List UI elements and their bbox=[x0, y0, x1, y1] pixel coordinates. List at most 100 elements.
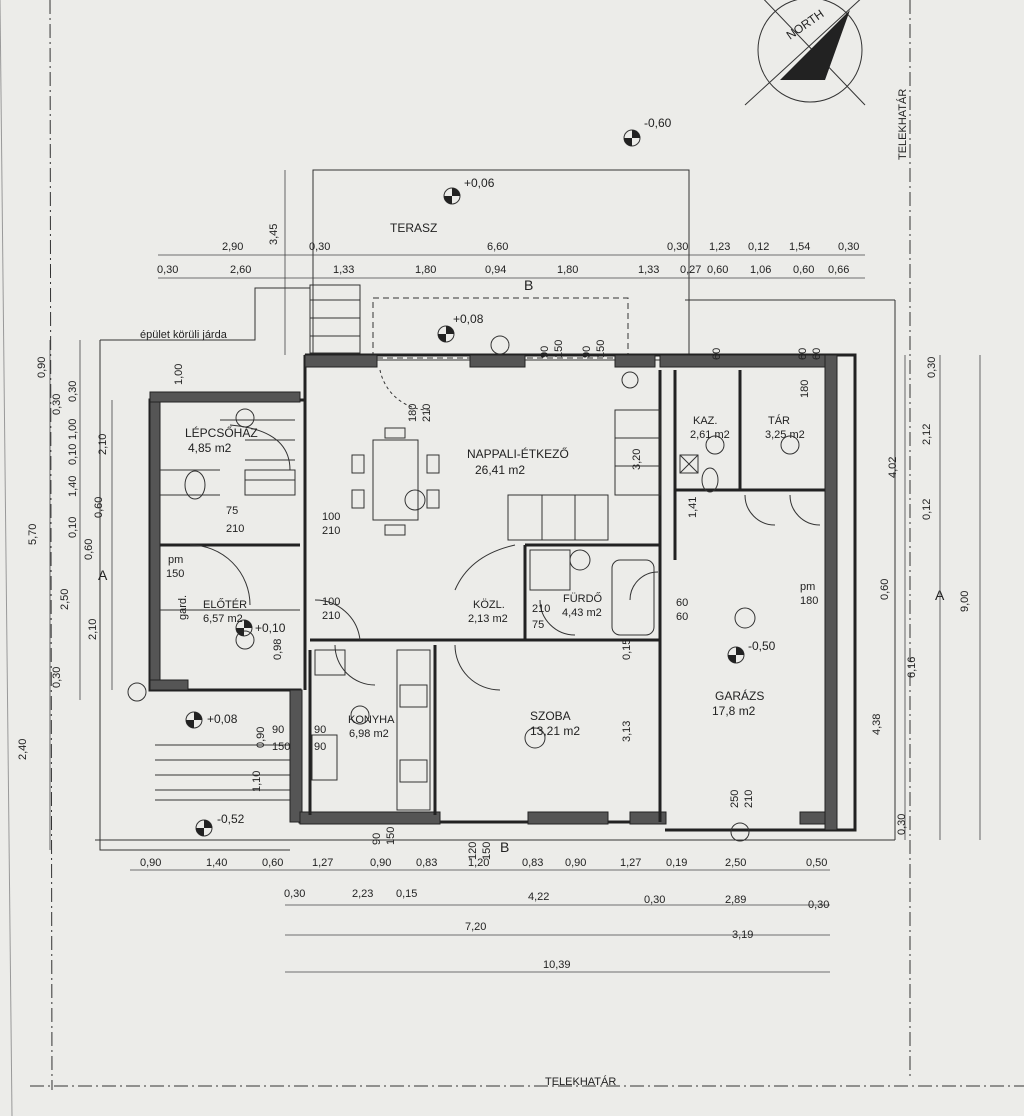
opening-label: 75 bbox=[532, 619, 544, 631]
dim-top: 0,94 bbox=[485, 264, 506, 276]
dim-bottom-total: 10,39 bbox=[543, 959, 571, 971]
section-marker-a: A bbox=[98, 567, 108, 583]
opening-label: 90 bbox=[272, 724, 284, 736]
dim-right: 6,16 bbox=[906, 657, 918, 678]
dim-bottom: 2,89 bbox=[725, 894, 746, 906]
section-marker-b: B bbox=[524, 277, 533, 293]
dim-left: 0,10 bbox=[67, 517, 79, 538]
dim-bottom: 0,30 bbox=[808, 899, 829, 911]
opening-label: pm bbox=[168, 554, 183, 566]
dim-top: 0,66 bbox=[828, 264, 849, 276]
opening-label: 90 bbox=[581, 346, 593, 358]
room-area: 3,25 m2 bbox=[765, 429, 805, 441]
misc-label: 1,41 bbox=[687, 497, 699, 518]
misc-label: 0,15 bbox=[621, 639, 633, 660]
room-area: 6,57 m2 bbox=[203, 613, 243, 625]
dim-left: 0,30 bbox=[51, 667, 63, 688]
dim-left: 0,60 bbox=[83, 539, 95, 560]
dim-bottom: 0,30 bbox=[644, 894, 665, 906]
room-area: 2,61 m2 bbox=[690, 429, 730, 441]
dim-right: 2,12 bbox=[921, 424, 933, 445]
opening-label: 120 bbox=[467, 842, 479, 860]
room-area: 2,13 m2 bbox=[468, 613, 508, 625]
dim-left: 1,00 bbox=[173, 364, 185, 385]
opening-label: 100 bbox=[322, 511, 340, 523]
dim-left: 2,40 bbox=[17, 739, 29, 760]
dim-left: 2,10 bbox=[87, 619, 99, 640]
elevation-marker-icons bbox=[185, 129, 745, 837]
elevation-label: +0,08 bbox=[453, 312, 484, 326]
room-name: GARÁZS bbox=[715, 688, 764, 703]
dim-bottom: 1,20 bbox=[468, 857, 489, 869]
opening-label: 60 bbox=[711, 348, 723, 360]
elevation-label: -0,60 bbox=[644, 116, 672, 130]
opening-label: 180 bbox=[407, 404, 419, 422]
room-area: 13,21 m2 bbox=[530, 724, 580, 738]
room-area: 17,8 m2 bbox=[712, 704, 756, 718]
dim-bottom: 0,30 bbox=[284, 888, 305, 900]
interior-walls bbox=[160, 370, 825, 822]
opening-label: 150 bbox=[481, 842, 493, 860]
north-arrow-icon bbox=[744, 0, 866, 106]
dim-top: 1,33 bbox=[638, 264, 659, 276]
room-name: TÁR bbox=[768, 414, 790, 427]
dim-left: 2,50 bbox=[59, 589, 71, 610]
dim-right: 0,30 bbox=[896, 814, 908, 835]
ceiling-light-icons bbox=[127, 335, 800, 842]
dim-bottom: 2,23 bbox=[352, 888, 373, 900]
misc-label: 0,90 bbox=[255, 727, 267, 748]
dim-top: 0,30 bbox=[838, 241, 859, 253]
misc-label: 3,13 bbox=[621, 721, 633, 742]
dim-bottom: 0,83 bbox=[416, 857, 437, 869]
entrance-stairs bbox=[155, 284, 361, 801]
opening-label: 210 bbox=[322, 610, 340, 622]
elevation-label: -0,52 bbox=[217, 812, 245, 826]
boiler bbox=[679, 454, 699, 474]
elevation-label: -0,50 bbox=[748, 639, 776, 653]
opening-label: 90 bbox=[314, 724, 326, 736]
opening-label: 75 bbox=[226, 505, 238, 517]
room-name: FÜRDŐ bbox=[563, 591, 603, 605]
dim-top: 0,27 bbox=[680, 264, 701, 276]
opening-label: 150 bbox=[553, 340, 565, 358]
section-marker-b: B bbox=[500, 839, 509, 855]
dim-left: 0,60 bbox=[93, 497, 105, 518]
dim-bottom: 0,90 bbox=[370, 857, 391, 869]
opening-label: 210 bbox=[532, 603, 550, 615]
dim-bottom: 0,15 bbox=[396, 888, 417, 900]
opening-label: 90 bbox=[539, 346, 551, 358]
dim-left: 5,70 bbox=[27, 524, 39, 545]
dim-bottom: 0,83 bbox=[522, 857, 543, 869]
room-area: 6,98 m2 bbox=[349, 728, 389, 740]
room-area: 4,85 m2 bbox=[188, 441, 232, 455]
dim-bottom: 0,50 bbox=[806, 857, 827, 869]
opening-label: 210 bbox=[226, 523, 244, 535]
opening-label: 180 bbox=[799, 380, 811, 398]
opening-label: 60 bbox=[676, 597, 688, 609]
opening-label: 60 bbox=[676, 611, 688, 623]
room-area: 4,43 m2 bbox=[562, 607, 602, 619]
opening-label: 100 bbox=[322, 596, 340, 608]
dim-bottom: 0,60 bbox=[262, 857, 283, 869]
opening-label: 90 bbox=[371, 833, 383, 845]
boundary-label-bottom: TELEKHATÁR bbox=[545, 1075, 616, 1088]
dim-bottom: 1,40 bbox=[206, 857, 227, 869]
opening-label: 150 bbox=[272, 741, 290, 753]
bathroom-fixtures bbox=[184, 467, 719, 636]
misc-label: 3,20 bbox=[631, 449, 643, 470]
dim-top: 2,60 bbox=[230, 264, 251, 276]
kitchen-counter bbox=[311, 649, 431, 811]
dim-top: 0,60 bbox=[707, 264, 728, 276]
dim-top: 1,80 bbox=[557, 264, 578, 276]
opening-label: 150 bbox=[166, 568, 184, 580]
dim-right: 0,30 bbox=[926, 357, 938, 378]
opening-label: 210 bbox=[743, 790, 755, 808]
dim-top: 6,60 bbox=[487, 241, 508, 253]
sidewalk-label: épület körüli járda bbox=[140, 329, 228, 341]
opening-label: 210 bbox=[421, 404, 433, 422]
dim-left: 0,30 bbox=[51, 394, 63, 415]
dim-bottom: 0,19 bbox=[666, 857, 687, 869]
opening-label: 90 bbox=[314, 741, 326, 753]
opening-label: pm bbox=[800, 581, 815, 593]
misc-label: 0,98 bbox=[272, 639, 284, 660]
